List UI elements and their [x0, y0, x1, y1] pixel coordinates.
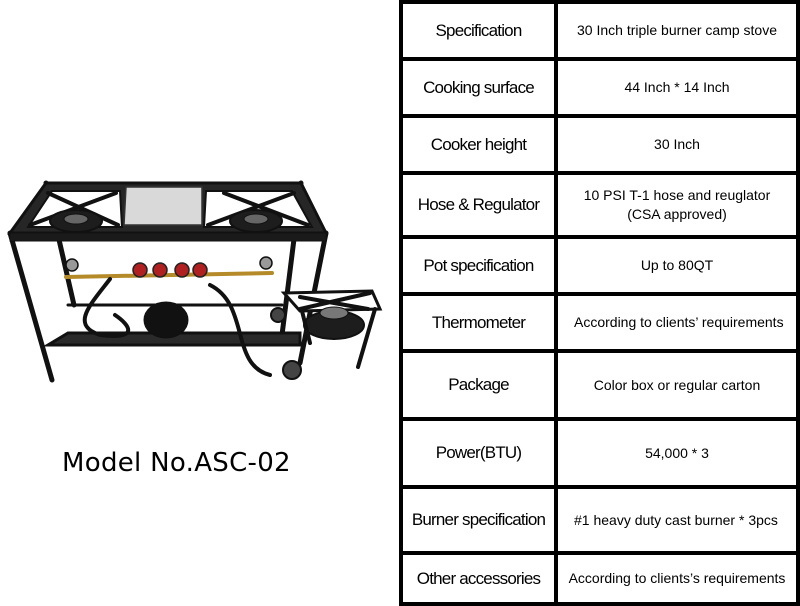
spec-value-line: 30 Inch — [654, 136, 700, 152]
spec-value-line: Color box or regular carton — [593, 376, 761, 393]
spec-value: According to clients’ requirements — [558, 296, 796, 349]
spec-value-line: #1 heavy duty cast burner * 3pcs — [574, 511, 778, 528]
spec-value: Up to 80QT — [558, 239, 796, 292]
spec-value-line: According to clients’ requirements — [574, 314, 784, 330]
spec-value: 10 PSI T-1 hose and reuglator (CSA approv… — [558, 175, 796, 235]
spec-row: Package Color box or regular carton — [403, 353, 796, 417]
spec-value: 54,000 * 3 — [558, 421, 796, 485]
spec-value: 30 Inch — [558, 118, 796, 171]
spec-label: Thermometer — [403, 296, 554, 349]
spec-label: Specification — [403, 4, 554, 57]
spec-value: 44 Inch * 14 Inch — [558, 61, 796, 114]
spec-value: #1 heavy duty cast burner * 3pcs — [558, 489, 796, 551]
spec-value: 30 Inch triple burner camp stove — [558, 4, 796, 57]
spec-row: Cooker height 30 Inch — [403, 118, 796, 171]
spec-row: Specification 30 Inch triple burner camp … — [403, 4, 796, 57]
spec-label: Cooker height — [403, 118, 554, 171]
spec-value-line: According to clients’s requirements — [568, 570, 786, 586]
spec-table-body: Specification 30 Inch triple burner camp … — [403, 4, 796, 602]
spec-row: Cooking surface 44 Inch * 14 Inch — [403, 61, 796, 114]
spec-value-line: 30 Inch triple burner camp stove — [577, 22, 777, 38]
spec-label: Pot specification — [403, 239, 554, 292]
spec-value: Color box or regular carton — [558, 353, 796, 417]
spec-row: Power(BTU) 54,000 * 3 — [403, 421, 796, 485]
spec-value-line: (CSA approved) — [627, 206, 727, 222]
spec-label: Power(BTU) — [403, 421, 554, 485]
spec-label: Cooking surface — [403, 61, 554, 114]
spec-row: Thermometer According to clients’ require… — [403, 296, 796, 349]
spec-row: Pot specification Up to 80QT — [403, 239, 796, 292]
spec-label: Other accessories — [403, 555, 554, 602]
model-number: Model No.ASC-02 — [62, 448, 291, 478]
spec-value-line: 54,000 * 3 — [645, 444, 709, 461]
spec-value-line: 44 Inch * 14 Inch — [624, 79, 730, 95]
spec-row: Other accessories According to clients’s … — [403, 555, 796, 602]
spec-value-line: Up to 80QT — [640, 257, 714, 273]
spec-label: Burner specification — [403, 489, 554, 551]
spec-label: Package — [403, 353, 554, 417]
spec-value: According to clients’s requirements — [558, 555, 796, 602]
spec-row: Burner specification #1 heavy duty cast b… — [403, 489, 796, 551]
spec-table: Specification 30 Inch triple burner camp … — [399, 0, 800, 606]
spec-value-line: 10 PSI T-1 hose and reuglator — [583, 187, 771, 203]
stove-product-image — [7, 180, 383, 383]
spec-label: Hose & Regulator — [403, 175, 554, 235]
